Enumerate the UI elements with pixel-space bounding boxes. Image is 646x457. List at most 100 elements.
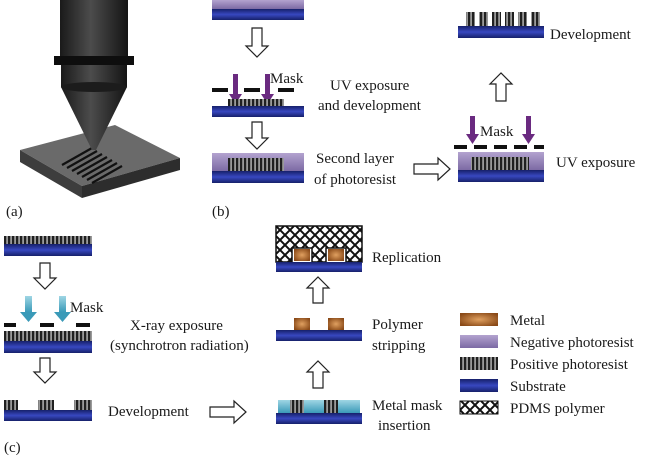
metal-block [294,249,310,261]
resist-block [38,400,54,410]
legend-swatch-pdms [459,400,499,415]
legend-item-substrate: Substrate [460,379,566,395]
mask-label: Mask [270,71,304,87]
positive-photoresist-layer [228,158,284,171]
resist-block [290,400,304,413]
metal-insert [278,400,290,413]
panel-a-printer-illustration [20,0,180,198]
step-xray-line1: X-ray exposure [130,318,223,334]
metal-block [328,249,344,261]
printhead-body [60,0,128,58]
positive-photoresist-layer [471,157,529,170]
mask-bar [454,145,544,149]
hollow-arrow-down [244,27,270,58]
substrate-layer [276,330,362,341]
substrate-layer [212,106,304,117]
panel-c-stack-5 [276,318,362,341]
panel-c-stack-1 [4,236,92,256]
substrate-layer [276,413,362,424]
substrate-layer [4,410,92,421]
legend-swatch-substrate [460,379,498,392]
step-metal-mask-line1: Metal mask [372,398,443,414]
xray-arrow-icon [20,296,37,322]
panel-c-label: (c) [4,440,21,456]
step-stripping-line2: stripping [372,338,426,354]
legend-swatch-negative [460,335,498,348]
legend-swatch-metal [460,313,498,326]
print-bed-front [82,158,180,198]
panel-c-stack-4 [276,400,362,424]
positive-photoresist-layer [4,236,92,244]
print-bed-side [20,150,82,198]
substrate-layer [4,244,92,256]
hollow-arrow-down [32,357,58,384]
metal-insert [304,400,324,413]
negative-photoresist-layer [212,0,304,9]
metal-block [328,318,344,330]
printhead-lower [61,65,127,87]
step-second-layer-line2: of photoresist [314,172,397,188]
legend-label: Negative photoresist [510,335,635,351]
resist-block [324,400,338,413]
step-uv-development-line1: UV exposure [330,78,410,94]
panel-b-stack-4 [454,116,544,182]
hollow-arrow-right [209,399,247,425]
mask-bar [4,323,90,327]
panel-c-stack-6 [275,225,363,272]
nozzle-rim [61,82,127,92]
mask-label: Mask [70,300,104,316]
step-uv-exposure: UV exposure [556,155,636,171]
positive-photoresist-layer [4,331,92,341]
hollow-arrow-up [305,276,331,304]
metal-block [294,318,310,330]
step-replication: Replication [372,250,442,266]
step-stripping-line1: Polymer [372,317,423,333]
panel-b-stack-5 [458,12,544,38]
legend-label: Metal [510,313,545,329]
legend-item-positive: Positive photoresist [460,357,629,373]
panel-a-label: (a) [6,204,23,220]
hollow-arrow-up [305,360,331,389]
step-uv-development-line2: and development [318,98,422,114]
legend-item-metal: Metal [460,313,545,329]
legend-item-pdms: PDMS polymer [459,400,605,417]
legend-label: PDMS polymer [510,401,605,417]
mask-label: Mask [480,124,514,140]
resist-block [4,400,18,410]
hollow-arrow-right [413,156,451,182]
printhead-collar [54,56,134,65]
mask-bar [212,88,294,92]
panel-b-stack-2 [212,74,304,117]
step-development: Development [550,27,632,43]
exposed-resist [228,99,284,106]
substrate-layer [212,9,304,20]
substrate-layer [276,262,362,272]
substrate-layer [212,171,304,183]
metal-insert [338,400,360,413]
legend-item-negative: Negative photoresist [460,335,635,351]
panel-b-label: (b) [212,204,230,220]
legend-label: Substrate [510,379,566,395]
uv-arrow-icon [522,116,535,144]
panel-c-stack-2 [4,296,92,353]
substrate-layer [458,170,544,182]
xray-arrow-icon [54,296,71,322]
legend: Metal Negative photoresist Positive phot… [459,313,635,417]
substrate-layer [458,26,544,38]
hollow-arrow-up [488,72,514,102]
step-metal-mask-line2: insertion [378,418,431,434]
uv-arrow-icon [466,116,479,144]
resist-block [74,400,92,410]
panel-b-stack-1 [212,0,304,20]
panel-b-stack-3 [212,153,304,183]
nozzle-cone [61,87,127,150]
hollow-arrow-down [32,262,58,290]
step-development-c: Development [108,404,190,420]
panel-c-stack-3 [4,400,92,421]
legend-label: Positive photoresist [510,357,629,373]
hollow-arrow-down [244,121,270,150]
pdms-mold [275,225,363,263]
legend-swatch-positive [460,357,498,370]
